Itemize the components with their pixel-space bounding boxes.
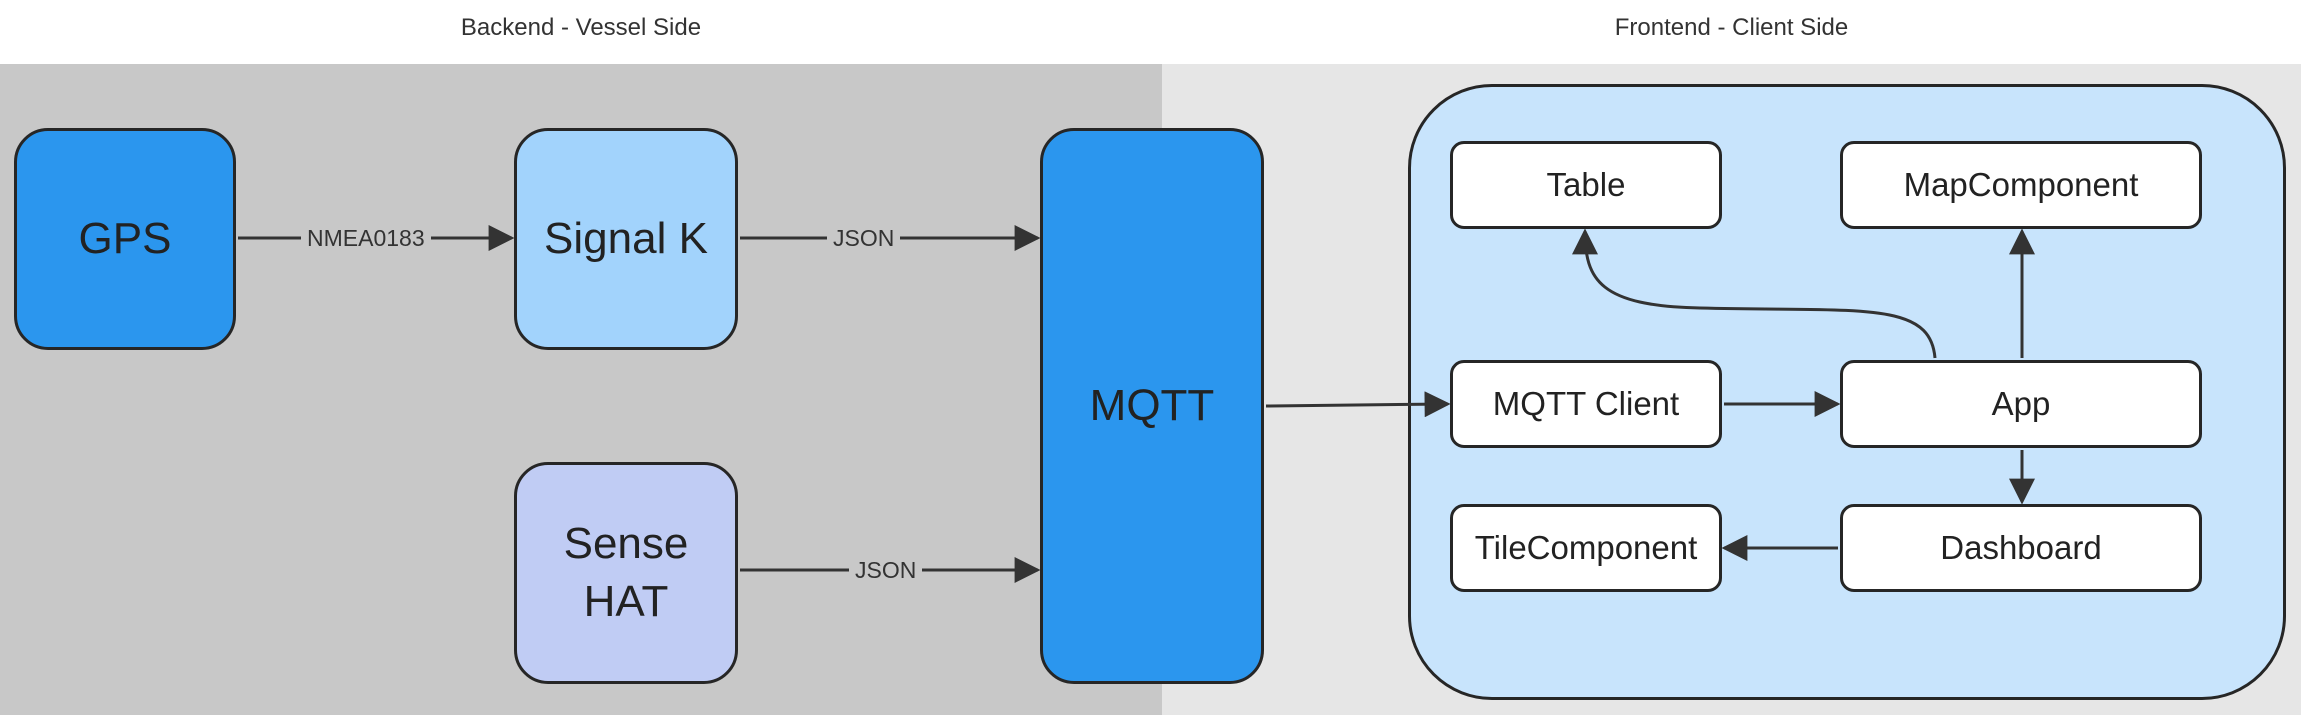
edge-mqtt-mqttclient [1265,391,1451,418]
edge-label-nmea0183: NMEA0183 [301,225,431,251]
gps-node[interactable]: GPS [14,128,236,350]
app-node[interactable]: App [1840,360,2202,448]
sense-hat-label-line1: Sense [563,519,689,568]
table-node[interactable]: Table [1450,141,1722,229]
frontend-section-title: Frontend - Client Side [1614,14,1849,41]
map-component-label: MapComponent [1903,166,2139,203]
mqtt-client-label: MQTT Client [1492,385,1680,422]
map-component-node[interactable]: MapComponent [1840,141,2202,229]
signal-k-node-label: Signal K [544,214,708,263]
edge-label-json-sensehat: JSON [849,557,923,583]
mqtt-client-node[interactable]: MQTT Client [1450,360,1722,448]
mqtt-broker-node[interactable]: MQTT [1040,128,1264,684]
app-node-label: App [1991,385,2051,422]
gps-node-label: GPS [78,214,172,263]
edge-label-json-signalk: JSON [827,225,901,251]
dashboard-node[interactable]: Dashboard [1840,504,2202,592]
edge-app-table [1572,228,1937,359]
signal-k-node[interactable]: Signal K [514,128,738,350]
backend-section-title: Backend - Vessel Side [460,14,702,41]
sense-hat-node[interactable]: Sense HAT [514,462,738,684]
dashboard-node-label: Dashboard [1940,529,2102,566]
tile-component-node[interactable]: TileComponent [1450,504,1722,592]
mqtt-broker-label: MQTT [1089,381,1215,430]
sense-hat-label-line2: HAT [583,577,669,626]
table-node-label: Table [1546,166,1626,203]
tile-component-label: TileComponent [1474,529,1698,566]
